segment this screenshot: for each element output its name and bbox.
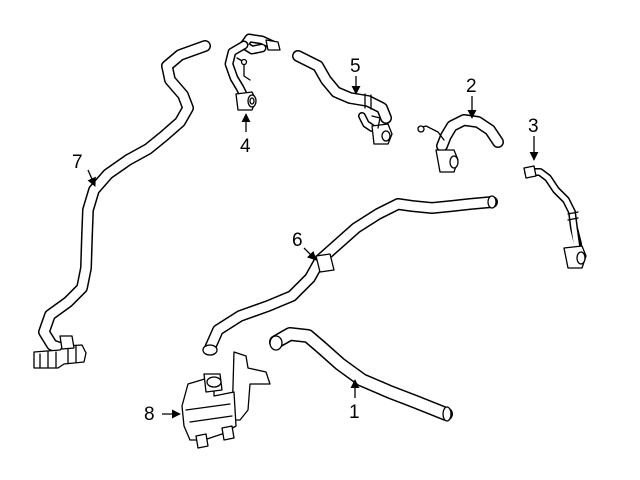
hose-part-5[interactable] <box>292 50 393 145</box>
hose-part-1[interactable] <box>269 327 453 422</box>
callout-label-6: 6 <box>292 230 303 251</box>
hose-part-7[interactable] <box>33 40 211 369</box>
callout-label-3: 3 <box>528 116 539 137</box>
callout-label-2: 2 <box>466 76 477 97</box>
hose-part-6[interactable] <box>202 195 498 356</box>
callout-leaders <box>87 76 539 419</box>
callout-label-8: 8 <box>144 404 155 425</box>
hose-part-4[interactable] <box>224 33 281 111</box>
hose-part-3[interactable] <box>523 165 587 269</box>
pump-part-8[interactable] <box>181 351 271 449</box>
hose-part-2[interactable] <box>417 114 504 173</box>
callout-label-1: 1 <box>349 402 360 423</box>
callout-label-4: 4 <box>240 136 251 157</box>
callout-label-5: 5 <box>350 56 361 77</box>
callout-label-7: 7 <box>72 152 83 173</box>
